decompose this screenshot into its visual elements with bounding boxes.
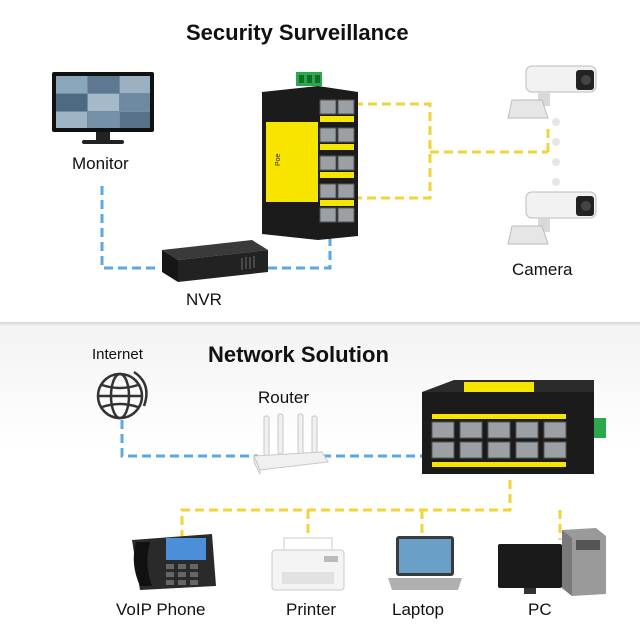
camera-label: Camera [512,260,573,279]
laptop-label: Laptop [392,600,444,619]
camera-icon-2 [507,191,597,245]
poe-switch-top-icon: Poe [262,72,358,240]
monitor-label: Monitor [72,154,129,173]
camera-icon-1 [507,65,597,119]
svg-text:Poe: Poe [275,153,282,166]
nvr-icon [162,240,268,282]
internet-label: Internet [92,346,143,363]
camera-dots [552,118,560,186]
router-label: Router [258,388,310,407]
nvr-switch-cable [268,228,332,270]
monitor-nvr-cable [100,186,160,270]
router-icon [253,413,329,475]
network-title: Network Solution [208,342,389,367]
poe-switch-bottom-icon [422,380,606,474]
switch-camera1-cable [340,102,432,200]
voip-label: VoIP Phone [116,600,206,619]
globe-icon [96,370,148,420]
printer-icon [271,537,345,591]
section-divider [0,322,640,326]
monitor-icon [52,72,154,144]
voip-phone-icon [132,534,216,590]
switch-devices-trunk [180,480,512,540]
nvr-label: NVR [186,290,222,309]
printer-label: Printer [286,600,337,619]
internet-router-cable [120,420,258,458]
pc-label: PC [528,600,552,619]
pc-icon [498,528,606,596]
surveillance-title: Security Surveillance [186,20,409,45]
laptop-icon [388,536,462,590]
